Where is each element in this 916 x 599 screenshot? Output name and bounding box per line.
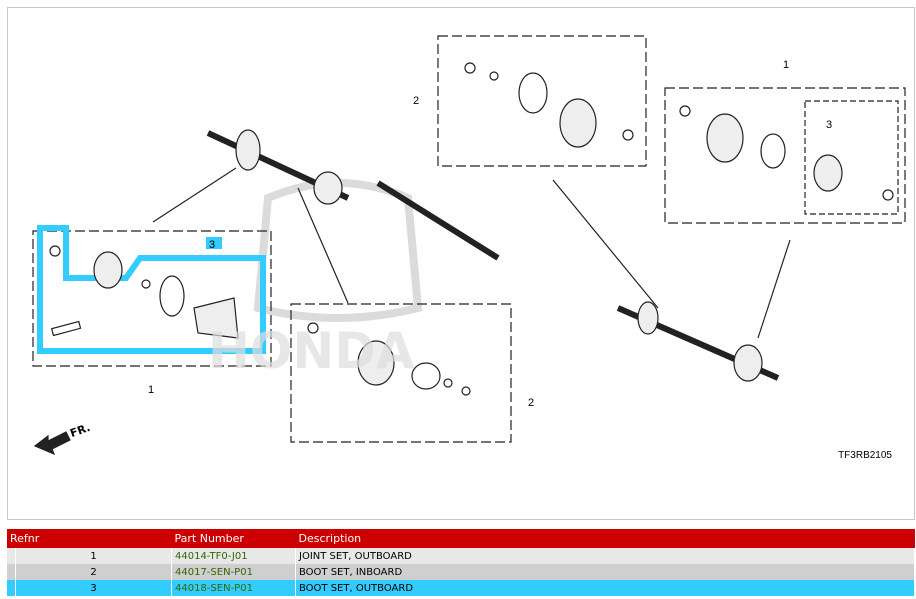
part-number-cell[interactable]: 44017-SEN-P01 [171,564,296,580]
svg-text:3: 3 [826,119,832,131]
description-cell: BOOT SET, OUTBOARD [295,580,915,596]
front-direction-arrow-icon [33,431,71,456]
box-1-left [32,230,272,367]
diagram-code: TF3RB2105 [838,450,892,461]
header-refnr: Refnr [7,529,172,548]
svg-text:1: 1 [148,384,154,396]
description-cell: JOINT SET, OUTBOARD [295,548,915,564]
box-2-top [437,35,647,167]
svg-text:2: 2 [528,397,534,409]
svg-text:1: 1 [783,59,789,71]
part-number-cell[interactable]: 44014-TF0-J01 [171,548,296,564]
driveshaft-illustration: 3 1 2 2 1 3 HONDA [32,35,906,456]
refnr-cell: 2 [15,564,172,580]
box-1-right [664,87,906,224]
parts-diagram: 3 1 2 2 1 3 HONDA FR. TF3RB2105 [7,7,915,520]
refnr-cell: 3 [15,580,172,596]
svg-text:HONDA: HONDA [208,322,415,380]
svg-text:3: 3 [209,239,215,251]
header-part-number: Part Number [171,529,296,548]
svg-text:2: 2 [413,95,419,107]
box-2-center [290,303,512,443]
part-number-cell[interactable]: 44018-SEN-P01 [171,580,296,596]
honda-logo-watermark-shape [253,179,423,322]
honda-logo-watermark: HONDA [208,322,415,380]
highlight-outline-3 [37,225,266,354]
description-cell: BOOT SET, INBOARD [295,564,915,580]
header-description: Description [295,529,915,548]
refnr-cell: 1 [15,548,172,564]
